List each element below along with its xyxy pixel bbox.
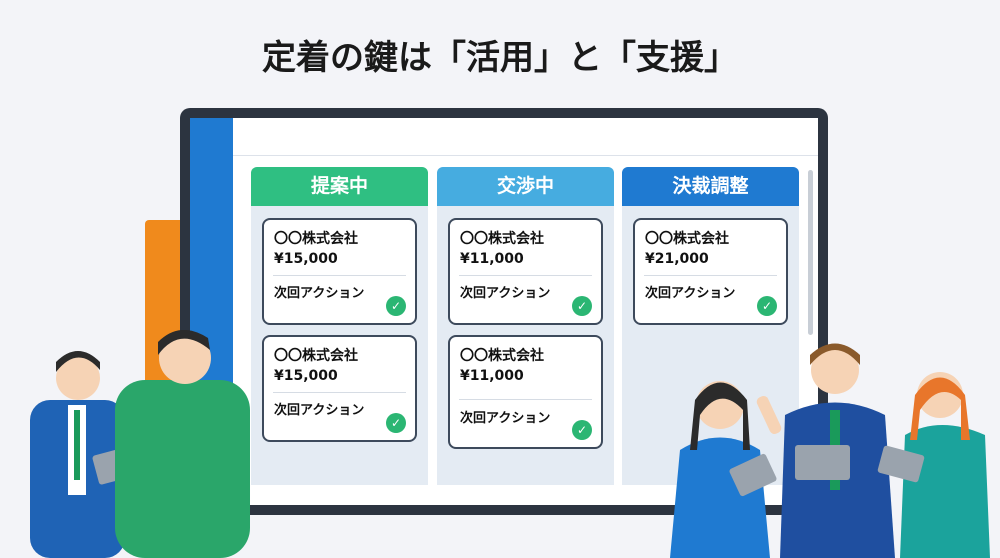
check-icon[interactable]: ✓ [386,296,406,316]
woman-red-hair [877,372,990,558]
deal-card[interactable]: 〇〇株式会社 ¥15,000 次回アクション ✓ [262,218,417,325]
woman-with-tablet [670,381,777,558]
monitor: 提案中 〇〇株式会社 ¥15,000 次回アクション ✓ 〇〇株式会社 ¥15,… [180,108,828,515]
card-divider [644,275,777,276]
deal-amount: ¥15,000 [274,251,338,267]
check-icon[interactable]: ✓ [757,296,777,316]
card-divider [459,275,592,276]
card-divider [273,392,406,393]
next-action: 次回アクション [460,411,551,426]
column-header: 提案中 [251,167,428,206]
card-divider [273,275,406,276]
scrollbar[interactable] [808,170,813,335]
company-name: 〇〇株式会社 [460,348,544,364]
people-left-illustration [30,330,250,558]
company-name: 〇〇株式会社 [460,231,544,247]
man-pointing [756,343,895,558]
column-negotiation: 交渉中 〇〇株式会社 ¥11,000 次回アクション ✓ 〇〇株式会社 ¥11,… [437,167,614,485]
deal-amount: ¥15,000 [274,368,338,384]
man-with-tablet [30,351,143,558]
man-green-jacket [115,330,250,558]
header-divider [233,155,818,156]
next-action: 次回アクション [460,286,551,301]
deal-card[interactable]: 〇〇株式会社 ¥11,000 次回アクション ✓ [448,335,603,449]
column-proposal: 提案中 〇〇株式会社 ¥15,000 次回アクション ✓ 〇〇株式会社 ¥15,… [251,167,428,485]
check-icon[interactable]: ✓ [386,413,406,433]
deal-amount: ¥11,000 [460,251,524,267]
deal-card[interactable]: 〇〇株式会社 ¥15,000 次回アクション ✓ [262,335,417,442]
check-icon[interactable]: ✓ [572,420,592,440]
page-title: 定着の鍵は「活用」と「支援」 [262,38,738,78]
next-action: 次回アクション [645,286,736,301]
card-divider [459,399,592,400]
people-right-illustration [670,343,990,558]
column-header: 決裁調整 [622,167,799,206]
next-action: 次回アクション [274,403,365,418]
deal-card[interactable]: 〇〇株式会社 ¥21,000 次回アクション ✓ [633,218,788,325]
column-approval: 決裁調整 〇〇株式会社 ¥21,000 次回アクション ✓ [622,167,799,485]
next-action: 次回アクション [274,286,365,301]
deal-amount: ¥11,000 [460,368,524,384]
check-icon[interactable]: ✓ [572,296,592,316]
column-header: 交渉中 [437,167,614,206]
company-name: 〇〇株式会社 [645,231,729,247]
company-name: 〇〇株式会社 [274,348,358,364]
company-name: 〇〇株式会社 [274,231,358,247]
kanban-screen: 提案中 〇〇株式会社 ¥15,000 次回アクション ✓ 〇〇株式会社 ¥15,… [190,118,818,505]
deal-card[interactable]: 〇〇株式会社 ¥11,000 次回アクション ✓ [448,218,603,325]
deal-amount: ¥21,000 [645,251,709,267]
